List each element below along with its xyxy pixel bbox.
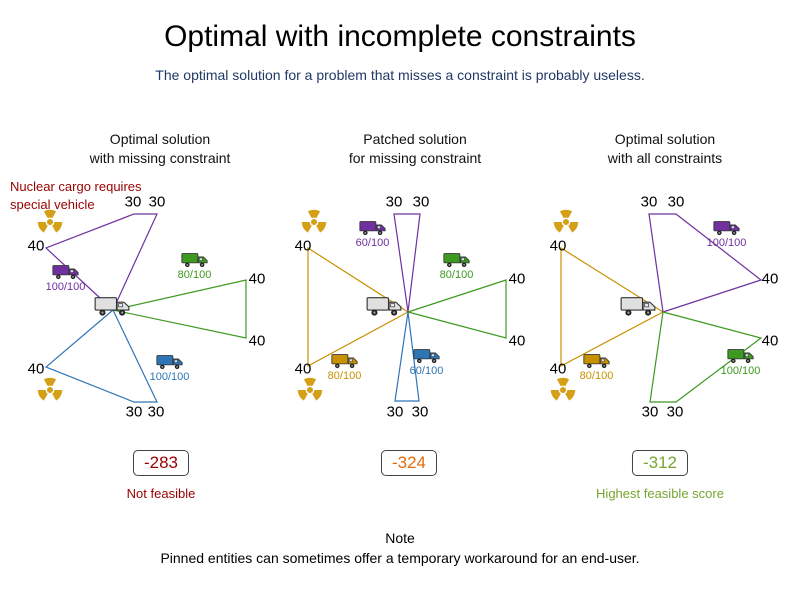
panel-header-3: Optimal solution with all constraints [608,130,722,168]
radiation-icon [297,377,324,404]
capacity-label: 60/100 [355,237,390,249]
radiation-icon [553,209,580,236]
route-green [649,311,763,403]
demand-label: 40 [508,270,526,288]
route-green [112,279,247,339]
capacity-label: 100/100 [706,237,747,249]
blue-truck-icon [413,347,440,364]
demand-label: 30 [411,403,429,421]
purple-truck-icon [52,263,79,280]
capacity-label: 60/100 [409,365,444,377]
panel-header-line-2: with all constraints [607,150,723,166]
annotation-line-1: Nuclear cargo requires [10,179,142,194]
green-truck-icon [443,251,470,268]
demand-label: 30 [641,403,659,421]
panel-header-line-1: Optimal solution [109,131,211,147]
route-orange [307,246,409,368]
demand-label: 30 [412,193,430,211]
annotation-nuclear-cargo: Nuclear cargo requires special vehicle [10,178,142,214]
demand-label: 30 [124,193,142,211]
demand-label: 30 [148,193,166,211]
purple-truck-icon [713,219,740,236]
panel-header-1: Optimal solution with missing constraint [90,130,231,168]
panel-header-2: Patched solution for missing constraint [349,130,481,168]
panel-header-line-1: Optimal solution [614,131,716,147]
demand-label: 40 [248,332,266,350]
radiation-icon [550,377,577,404]
green-truck-icon [727,347,754,364]
demand-label: 40 [294,360,312,378]
demand-label: 30 [125,403,143,421]
route-orange [560,246,664,367]
depot-truck-icon [620,294,656,317]
note-text: Pinned entities can sometimes offer a te… [160,550,640,566]
demand-label: 30 [666,403,684,421]
demand-label: 30 [147,403,165,421]
capacity-label: 80/100 [327,370,362,382]
capacity-label: 80/100 [177,269,212,281]
capacity-label: 80/100 [439,269,474,281]
green-truck-icon [181,251,208,268]
radiation-icon [37,209,64,236]
score-caption-3: Highest feasible score [596,486,724,501]
capacity-label: 80/100 [579,370,614,382]
route-purple [648,213,763,313]
demand-label: 30 [386,403,404,421]
demand-label: 40 [27,237,45,255]
purple-truck-icon [359,219,386,236]
radiation-icon [37,377,64,404]
panel-header-line-2: for missing constraint [348,150,482,166]
panel-header-line-2: with missing constraint [89,150,231,166]
demand-label: 40 [549,237,567,255]
page-subtitle: The optimal solution for a problem that … [155,67,645,83]
capacity-label: 100/100 [149,371,190,383]
demand-label: 40 [549,360,567,378]
score-box-3: -312 [631,450,689,476]
demand-label: 30 [385,193,403,211]
route-blue [44,309,158,403]
demand-label: 30 [640,193,658,211]
demand-label: 40 [294,237,312,255]
panel-header-line-1: Patched solution [363,131,467,147]
orange-truck-icon [331,352,358,369]
depot-truck-icon [94,294,130,317]
route-purple [393,213,421,313]
orange-truck-icon [583,352,610,369]
route-green [407,279,507,339]
demand-label: 40 [761,332,779,350]
blue-truck-icon [156,353,183,370]
capacity-label: 100/100 [45,281,86,293]
page-title: Optimal with incomplete constraints [164,20,636,53]
score-box-2: -324 [380,450,438,476]
demand-label: 40 [27,360,45,378]
annotation-line-2: special vehicle [10,197,95,212]
radiation-icon [301,209,328,236]
depot-truck-icon [366,294,402,317]
note-heading: Note [385,530,415,546]
demand-label: 40 [508,332,526,350]
demand-label: 40 [248,270,266,288]
capacity-label: 100/100 [720,365,761,377]
score-caption-1: Not feasible [126,486,196,501]
demand-label: 30 [667,193,685,211]
demand-label: 40 [761,270,779,288]
score-box-1: -283 [132,450,190,476]
